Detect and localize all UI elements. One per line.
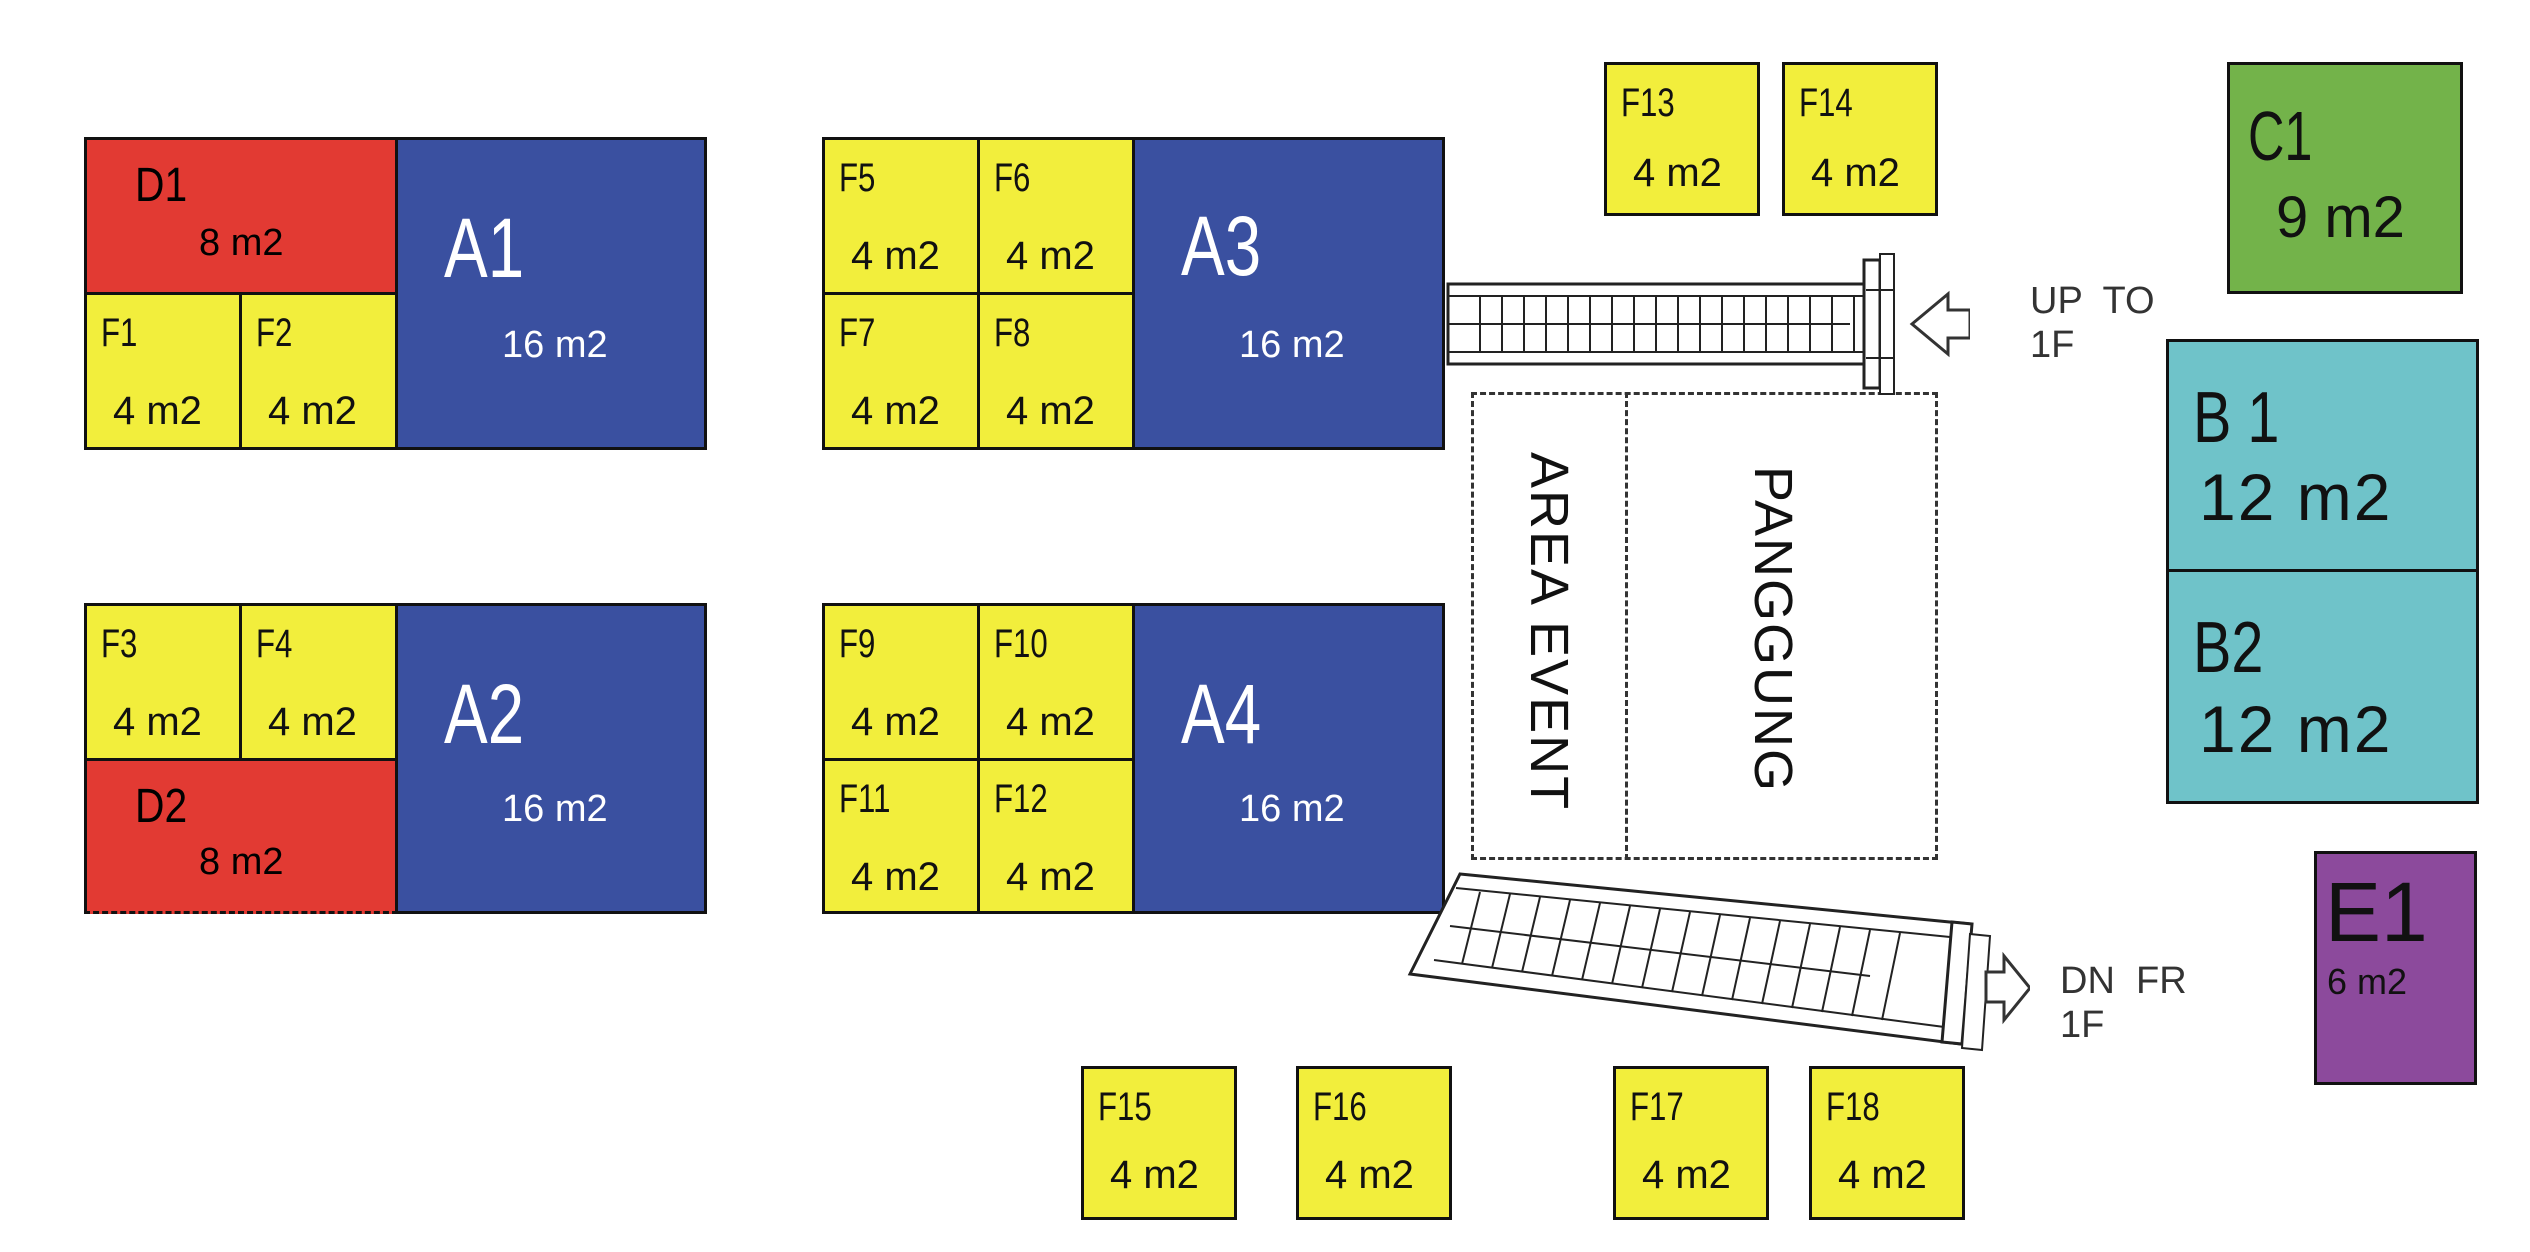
booth-f2-name: F2 bbox=[256, 311, 293, 355]
booth-f13-name: F13 bbox=[1621, 81, 1675, 125]
booth-f17-area: 4 m2 bbox=[1642, 1153, 1731, 1197]
booth-f14[interactable]: F14 4 m2 bbox=[1782, 62, 1938, 216]
booth-b2-name: B2 bbox=[2193, 608, 2264, 688]
booth-f6-area: 4 m2 bbox=[1006, 234, 1095, 278]
booth-a2-name: A2 bbox=[444, 667, 525, 761]
booth-f10-name: F10 bbox=[994, 622, 1048, 666]
booth-f4-name: F4 bbox=[256, 622, 293, 666]
booth-f7[interactable]: F7 4 m2 bbox=[822, 292, 980, 450]
booth-e1[interactable]: E1 6 m2 bbox=[2314, 851, 2477, 1085]
booth-a4-name: A4 bbox=[1181, 667, 1262, 761]
booth-d1[interactable]: D1 8 m2 bbox=[84, 137, 398, 295]
booth-c1-name: C1 bbox=[2248, 97, 2313, 175]
booth-f10-area: 4 m2 bbox=[1006, 700, 1095, 744]
booth-f16-area: 4 m2 bbox=[1325, 1153, 1414, 1197]
booth-f9-area: 4 m2 bbox=[851, 700, 940, 744]
booth-f5-area: 4 m2 bbox=[851, 234, 940, 278]
booth-a1[interactable]: A1 16 m2 bbox=[395, 137, 707, 450]
booth-f1-area: 4 m2 bbox=[113, 389, 202, 433]
booth-f18[interactable]: F18 4 m2 bbox=[1809, 1066, 1965, 1220]
booth-a2-area: 16 m2 bbox=[502, 788, 608, 830]
booth-b1-area: 12 m2 bbox=[2199, 460, 2393, 534]
escalator-up bbox=[1446, 253, 1970, 395]
booth-a2[interactable]: A2 16 m2 bbox=[395, 603, 707, 914]
booth-f7-area: 4 m2 bbox=[851, 389, 940, 433]
booth-f8-area: 4 m2 bbox=[1006, 389, 1095, 433]
panggung-label: PANGGUNG bbox=[1743, 466, 1803, 794]
booth-a3-area: 16 m2 bbox=[1239, 324, 1345, 366]
booth-f8[interactable]: F8 4 m2 bbox=[977, 292, 1135, 450]
booth-f11-name: F11 bbox=[839, 777, 891, 821]
booth-a1-name: A1 bbox=[444, 201, 525, 295]
event-area bbox=[1471, 392, 1938, 860]
booth-a4[interactable]: A4 16 m2 bbox=[1132, 603, 1445, 914]
booth-f14-area: 4 m2 bbox=[1811, 151, 1900, 195]
booth-f18-area: 4 m2 bbox=[1838, 1153, 1927, 1197]
booth-f13[interactable]: F13 4 m2 bbox=[1604, 62, 1760, 216]
booth-f12[interactable]: F12 4 m2 bbox=[977, 758, 1135, 914]
booth-d2-area: 8 m2 bbox=[199, 841, 284, 883]
booth-e1-name: E1 bbox=[2325, 865, 2428, 959]
booth-f3[interactable]: F3 4 m2 bbox=[84, 603, 242, 761]
booth-f11[interactable]: F11 4 m2 bbox=[822, 758, 980, 914]
booth-e1-area: 6 m2 bbox=[2327, 961, 2408, 1002]
booth-b1[interactable]: B 1 12 m2 bbox=[2166, 339, 2479, 572]
booth-c1[interactable]: C1 9 m2 bbox=[2227, 62, 2463, 294]
booth-c1-area: 9 m2 bbox=[2276, 185, 2405, 250]
booth-f10[interactable]: F10 4 m2 bbox=[977, 603, 1135, 761]
booth-f17-name: F17 bbox=[1630, 1085, 1684, 1129]
booth-f15[interactable]: F15 4 m2 bbox=[1081, 1066, 1237, 1220]
booth-f9[interactable]: F9 4 m2 bbox=[822, 603, 980, 761]
booth-f3-name: F3 bbox=[101, 622, 138, 666]
booth-d2[interactable]: D2 8 m2 bbox=[84, 758, 398, 914]
booth-f7-name: F7 bbox=[839, 311, 876, 355]
booth-f9-name: F9 bbox=[839, 622, 876, 666]
booth-f1[interactable]: F1 4 m2 bbox=[84, 292, 242, 450]
booth-f15-area: 4 m2 bbox=[1110, 1153, 1199, 1197]
booth-f4-area: 4 m2 bbox=[268, 700, 357, 744]
booth-a3[interactable]: A3 16 m2 bbox=[1132, 137, 1445, 450]
booth-a1-area: 16 m2 bbox=[502, 324, 608, 366]
booth-f3-area: 4 m2 bbox=[113, 700, 202, 744]
booth-f4[interactable]: F4 4 m2 bbox=[239, 603, 398, 761]
booth-b2-area: 12 m2 bbox=[2199, 692, 2393, 766]
booth-f5-name: F5 bbox=[839, 156, 876, 200]
booth-f13-area: 4 m2 bbox=[1633, 151, 1722, 195]
booth-b2[interactable]: B2 12 m2 bbox=[2166, 569, 2479, 804]
booth-d1-name: D1 bbox=[135, 159, 188, 212]
booth-f17[interactable]: F17 4 m2 bbox=[1613, 1066, 1769, 1220]
booth-f16-name: F16 bbox=[1313, 1085, 1367, 1129]
booth-f12-name: F12 bbox=[994, 777, 1048, 821]
booth-f2[interactable]: F2 4 m2 bbox=[239, 292, 398, 450]
booth-a4-area: 16 m2 bbox=[1239, 788, 1345, 830]
escalator-down bbox=[1407, 872, 2030, 1052]
area-event-label: AREA EVENT bbox=[1519, 452, 1579, 812]
escalator-up-sign: UP TO 1F bbox=[2030, 280, 2155, 366]
booth-d1-area: 8 m2 bbox=[199, 222, 284, 264]
booth-f12-area: 4 m2 bbox=[1006, 855, 1095, 899]
booth-f18-name: F18 bbox=[1826, 1085, 1880, 1129]
booth-f8-name: F8 bbox=[994, 311, 1031, 355]
escalator-down-sign: DN FR 1F bbox=[2060, 960, 2187, 1046]
booth-b1-name: B 1 bbox=[2193, 378, 2280, 458]
booth-a3-name: A3 bbox=[1181, 199, 1262, 293]
booth-f16[interactable]: F16 4 m2 bbox=[1296, 1066, 1452, 1220]
booth-f5[interactable]: F5 4 m2 bbox=[822, 137, 980, 295]
event-area-divider bbox=[1625, 392, 1628, 860]
booth-f6-name: F6 bbox=[994, 156, 1031, 200]
booth-f14-name: F14 bbox=[1799, 81, 1853, 125]
booth-d2-name: D2 bbox=[135, 780, 188, 833]
booth-f6[interactable]: F6 4 m2 bbox=[977, 137, 1135, 295]
booth-f1-name: F1 bbox=[101, 311, 138, 355]
booth-f15-name: F15 bbox=[1098, 1085, 1152, 1129]
booth-f2-area: 4 m2 bbox=[268, 389, 357, 433]
booth-f11-area: 4 m2 bbox=[851, 855, 940, 899]
